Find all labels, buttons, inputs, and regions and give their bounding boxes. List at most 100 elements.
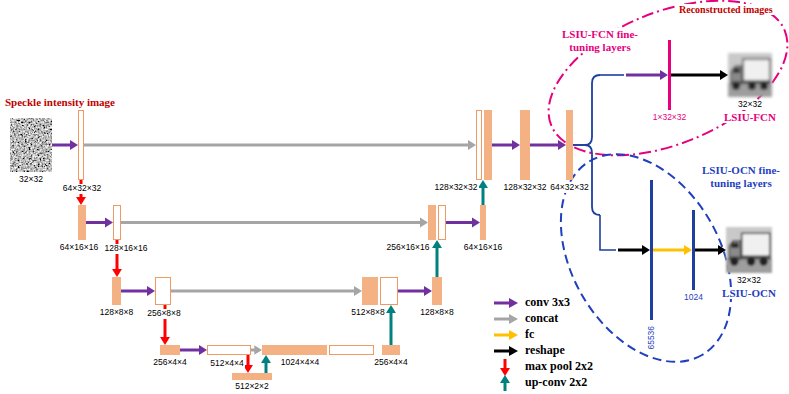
legend-arrow-head: [509, 314, 518, 324]
dimension-label: 1×32×32: [652, 113, 688, 123]
dimension-label: 64×32×32: [549, 183, 589, 193]
filled-block: [484, 110, 492, 180]
feature-map: 512×8×8: [362, 277, 398, 305]
hollow-block: [476, 110, 482, 180]
connector-line: [52, 144, 71, 147]
split-brace: [585, 75, 600, 215]
dimension-label: 512×8×8: [350, 308, 386, 318]
arrow-head: [512, 140, 520, 150]
output-image: 32×32LSIU-FCN: [728, 53, 772, 97]
legend-text: conv 3x3: [524, 296, 571, 309]
arrow: [121, 286, 155, 296]
dimension-label: 256×4×4: [373, 358, 409, 368]
arrow: [671, 70, 728, 80]
size-label: 32×32: [737, 100, 763, 110]
connector-line: [390, 312, 393, 345]
arrow: [695, 245, 726, 255]
reconstructed-image: [728, 53, 772, 97]
connector-line: [436, 247, 439, 277]
arrow-head: [720, 70, 728, 80]
connector-line: [121, 290, 148, 293]
arrow-head: [472, 218, 480, 228]
feature-map: 128×8×8: [112, 277, 121, 305]
legend-arrow-head: [500, 375, 510, 383]
arrow: [446, 218, 480, 228]
connector-line: [530, 144, 559, 147]
feature-map: 128×16×16: [113, 205, 121, 240]
dimension-label: 64×16×16: [59, 243, 99, 253]
filled-block: [428, 205, 436, 240]
legend-arrow: [504, 382, 507, 391]
connector-line: [446, 221, 473, 224]
legend-text: up-conv 2x2: [524, 376, 588, 389]
image-title: Speckle intensity image: [4, 96, 116, 108]
feature-map: 256×4×4: [382, 345, 400, 355]
feature-map: 128×32×32: [476, 110, 492, 180]
dimension-label: 256×8×8: [146, 309, 182, 319]
arrow-head: [76, 197, 86, 205]
dimension-label: 256×4×4: [152, 358, 188, 368]
connector-line: [573, 144, 585, 146]
feature-map: 64×32×32: [78, 110, 84, 180]
arrow-head: [684, 245, 692, 255]
legend-text: reshape: [524, 344, 566, 357]
legend-text: concat: [524, 312, 559, 325]
arrow: [84, 140, 476, 150]
arrow-head: [642, 245, 650, 255]
legend-arrow: [494, 302, 510, 305]
connector-line: [573, 144, 585, 146]
dimension-label: 128×8×8: [99, 308, 135, 318]
hollow-block: [438, 205, 446, 240]
connector-line: [492, 144, 513, 147]
connector-line: [86, 221, 106, 224]
model-name: LSIU-FCN: [723, 111, 777, 123]
arrow-head: [660, 70, 668, 80]
legend-arrow-head: [500, 368, 510, 376]
fcn-region-outline: [526, 0, 789, 186]
arrow-head: [718, 245, 726, 255]
arrow: [530, 140, 566, 150]
legend-samples: [494, 298, 518, 391]
arrow-head: [478, 180, 488, 188]
arrow-head: [261, 355, 271, 363]
feature-map: 64×16×16: [480, 205, 486, 240]
feature-map: 512×2×2: [232, 373, 272, 380]
legend-arrow: [494, 334, 510, 337]
connector-line: [671, 74, 721, 77]
arrow-head: [558, 140, 566, 150]
connector-line: [84, 144, 469, 147]
arrow: [573, 70, 668, 145]
arrow: [478, 180, 488, 205]
arrow-head: [386, 305, 396, 313]
input-image: Speckle intensity image32×32: [10, 118, 52, 172]
arrow-head: [420, 218, 428, 228]
arrow-head: [199, 345, 207, 355]
connector-line: [600, 74, 624, 76]
connector-line: [600, 215, 616, 250]
feature-map: 256×8×8: [155, 277, 171, 305]
connector-line: [247, 355, 250, 366]
arrow: [261, 355, 271, 373]
region-label: LSIU-FCN fine- tuning layers: [552, 28, 648, 53]
arrow-head: [424, 286, 432, 296]
arrow-head: [105, 218, 113, 228]
feature-map: 128×32×32: [520, 110, 530, 180]
arrow: [653, 245, 692, 255]
filled-block: [362, 277, 378, 305]
feature-map: 64×16×16: [78, 205, 86, 240]
legend-arrow-head: [509, 346, 518, 356]
arrow: [492, 140, 520, 150]
arrow: [573, 145, 650, 255]
legend-arrow: [504, 359, 507, 369]
arrow-head: [354, 286, 362, 296]
dimension-label: 256×16×16: [385, 243, 430, 253]
dimension-label: 512×2×2: [234, 382, 270, 392]
dimension-label: 65536: [647, 325, 657, 351]
dimension-label: 512×4×4: [209, 359, 245, 369]
feature-map: 512×4×4: [207, 345, 251, 355]
arrow-head: [254, 345, 262, 355]
dimension-label: 64×32×32: [62, 184, 102, 194]
arrow-head: [112, 269, 122, 277]
arrow: [398, 286, 432, 296]
